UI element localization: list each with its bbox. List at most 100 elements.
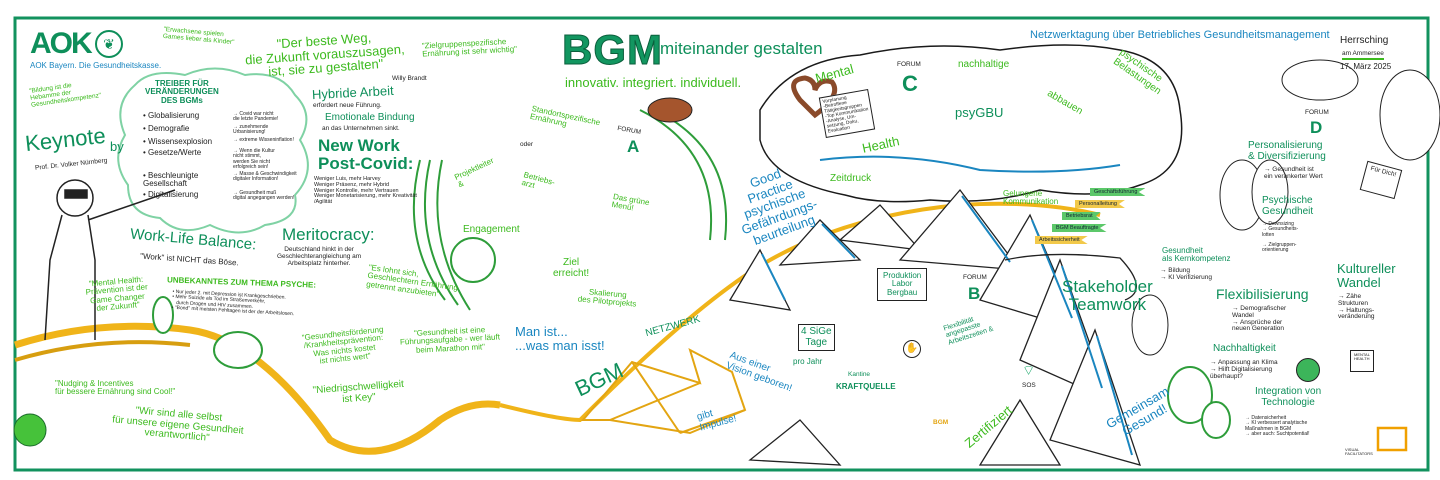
forum-b-label: FORUM [963, 274, 987, 281]
field-rows [412, 109, 728, 311]
cow [647, 97, 693, 123]
forum-c-letter: C [902, 71, 918, 96]
no-hand-icon: ✋ [903, 340, 921, 358]
golden-path [499, 201, 1101, 423]
flag-betriebsrat: Betriebsrat [1062, 212, 1101, 220]
event-location: Herrsching [1340, 35, 1389, 46]
quote-nudging: "Nudging & Incentives für bessere Ernähr… [55, 379, 176, 397]
forum-c-zeitdruck: Zeitdruck [830, 173, 872, 184]
sos-label: SOS [1022, 382, 1036, 389]
treiber-item-label: • Gesetze/Werte [143, 148, 202, 157]
kraftquelle-label: KRAFTQUELLE [836, 382, 896, 391]
treiber-item-note: → Gesundheit muß digital angegangen werd… [233, 190, 295, 202]
forum-d-letter: D [1310, 118, 1323, 137]
keynote-by: by [110, 139, 124, 154]
bindung-text: an das Unternehmen sinkt. [322, 125, 400, 132]
treiber-item: • Digitalisierung → Gesundheit muß digita… [143, 190, 308, 204]
forum-a-letter: A [627, 137, 640, 156]
meritocracy-title: Meritocracy: [282, 225, 375, 244]
forum-c-nachhaltige: nachhaltige [958, 59, 1010, 70]
forum-c-psygbu: psyGBU [955, 105, 1004, 120]
flag-geschaeftsfuehrung: Geschäftsführung [1090, 188, 1146, 196]
left-hill-shade [14, 340, 191, 362]
treiber-item-note: → extreme Wisseninflation! [233, 137, 294, 143]
aok-logo: AOK [30, 27, 93, 60]
nachhalt-title: Nachhaltigkeit [1213, 343, 1276, 354]
treiber-item: • Beschleunigte Gesellschaft → Masse & Ge… [143, 171, 308, 191]
treiber-item-label: • Digitalisierung [143, 190, 199, 199]
left-hill [13, 322, 501, 455]
forum-d-label: FORUM [1305, 109, 1329, 116]
quote-fuehrung: "Gesundheit ist eine Führungsaufgabe - w… [399, 325, 501, 355]
flag-bgm-beauftragte: BGM Beauftragte [1052, 224, 1107, 232]
man-ist-quote: Man ist... ...was man isst! [515, 324, 605, 353]
main-title-bgm: BGM [562, 26, 663, 73]
mountains [728, 188, 1142, 466]
apple [13, 413, 47, 447]
tech-title: Integration von Technologie [1255, 386, 1322, 408]
treiber-item-label: • Beschleunigte Gesellschaft [143, 171, 199, 189]
meritocracy-text: Deutschland hinkt in der Geschlechterang… [277, 246, 362, 267]
quote-brandt-author: Willy Brandt [392, 75, 427, 82]
treiber-item: • Wissensexplosion → extreme Wisseninflat… [143, 137, 308, 149]
forum-c-kommunikation: Gelungene Kommunikation [1003, 189, 1059, 207]
pencil-logo [1376, 426, 1408, 452]
idea-cloud [117, 67, 309, 234]
forum-a-ziel: Ziel erreicht! [553, 257, 590, 279]
forum-c-list: Vorplanung -Betroffene Tätigkeitsgruppen… [818, 88, 875, 139]
kantine-label: Kantine [848, 371, 871, 378]
main-title-rest: miteinander gestalten [660, 39, 823, 58]
kultur-text: → Zähe Strukturen → Haltungs- veränderun… [1338, 293, 1375, 321]
treiber-title: TREIBER FÜR VERÄNDERUNGEN DES BGMs [145, 79, 219, 105]
flag-personalleitung: Personalleitung [1075, 200, 1125, 208]
aok-leaf-icon: ❦ [95, 30, 123, 58]
treiber-item: • Globalisierung → Covid war nicht die le… [143, 111, 308, 125]
kultur-title: Kultureller Wandel [1337, 261, 1396, 290]
trees [152, 59, 1440, 439]
kern-title: Gesundheit als Kernkompetenz [1162, 246, 1231, 264]
signature: VISUAL FACILITATORS [1345, 447, 1373, 457]
nachhalt-text: → Anpassung an Klima → Hilft Digitalisie… [1210, 359, 1278, 380]
stakeholder-teamwork: Stakeholder Teamwork [1062, 277, 1153, 314]
treiber-item: • Gesetze/Werte → Wenn die Kultur nicht s… [143, 148, 308, 172]
forum-c-label: FORUM [897, 61, 921, 68]
treiber-item-note: → Covid war nicht die letzte Pandemie! [233, 111, 279, 123]
flex-text: → Demografischer Wandel → Ansprüche der … [1232, 305, 1287, 333]
kern-text: → Bildung → KI Verifizierung [1160, 267, 1213, 281]
forum-b-sign: Produktion Labor Bergbau [877, 268, 928, 302]
bgm-pot-label: BGM [933, 419, 949, 426]
treiber-item-note: → Masse & Geschwindigkeit digitaler Info… [233, 171, 297, 183]
tech-text: → Datensicherheit → KI verbessert analyt… [1245, 415, 1310, 437]
river [819, 155, 1121, 173]
main-subtitle: innovativ. integriert. individuell. [565, 75, 742, 90]
hybrid-text: erfordert neue Führung. [313, 102, 382, 109]
flag-arbeitssicherheit: Arbeitssicherheit [1035, 236, 1088, 244]
globe-icon [1296, 358, 1320, 382]
event-date: 17. März 2025 [1340, 62, 1392, 71]
speaker-figure [44, 179, 176, 341]
forum-a-oder: oder [520, 141, 534, 148]
forum-b-letter: B [968, 284, 981, 303]
stakeholder-plateau [1004, 253, 1137, 301]
personal-text: → Gesundheit ist ein verankerter Wert [1264, 166, 1323, 180]
treiber-list: • Globalisierung → Covid war nicht die le… [143, 111, 308, 204]
forum-b-pro-jahr: pro Jahr [793, 357, 823, 366]
treiber-item: • Demografie → zunehmende Urbanisierung! [143, 124, 308, 138]
mental-health-board: MENTAL HEALTH [1350, 350, 1374, 373]
treiber-item-label: • Wissensexplosion [143, 137, 213, 146]
flex-title: Flexibilisierung [1216, 286, 1309, 302]
personal-title: Personalisierung & Diversifizierung [1248, 140, 1326, 162]
event-name: Netzwerktagung über Betriebliches Gesund… [1030, 29, 1330, 41]
newwork-title: New Work Post-Covid: [318, 136, 414, 173]
frame-border [13, 16, 1430, 472]
treiber-item-label: • Globalisierung [143, 111, 200, 120]
forum-b-sige: 4 SiGe Tage [798, 324, 835, 351]
treiber-item-note: → Wenn die Kultur nicht stimmt, werden S… [233, 148, 275, 170]
treiber-item-label: • Demografie [143, 124, 190, 133]
forum-c-cloud [759, 44, 1183, 203]
psych-text: → Downsizing → Gesundheits- lotten → Zie… [1262, 221, 1299, 254]
network-lines [580, 348, 747, 435]
treiber-item-note: → zunehmende Urbanisierung! [233, 124, 269, 136]
quote-mental-health: "Mental Health: Prävention ist der Game … [85, 274, 149, 313]
